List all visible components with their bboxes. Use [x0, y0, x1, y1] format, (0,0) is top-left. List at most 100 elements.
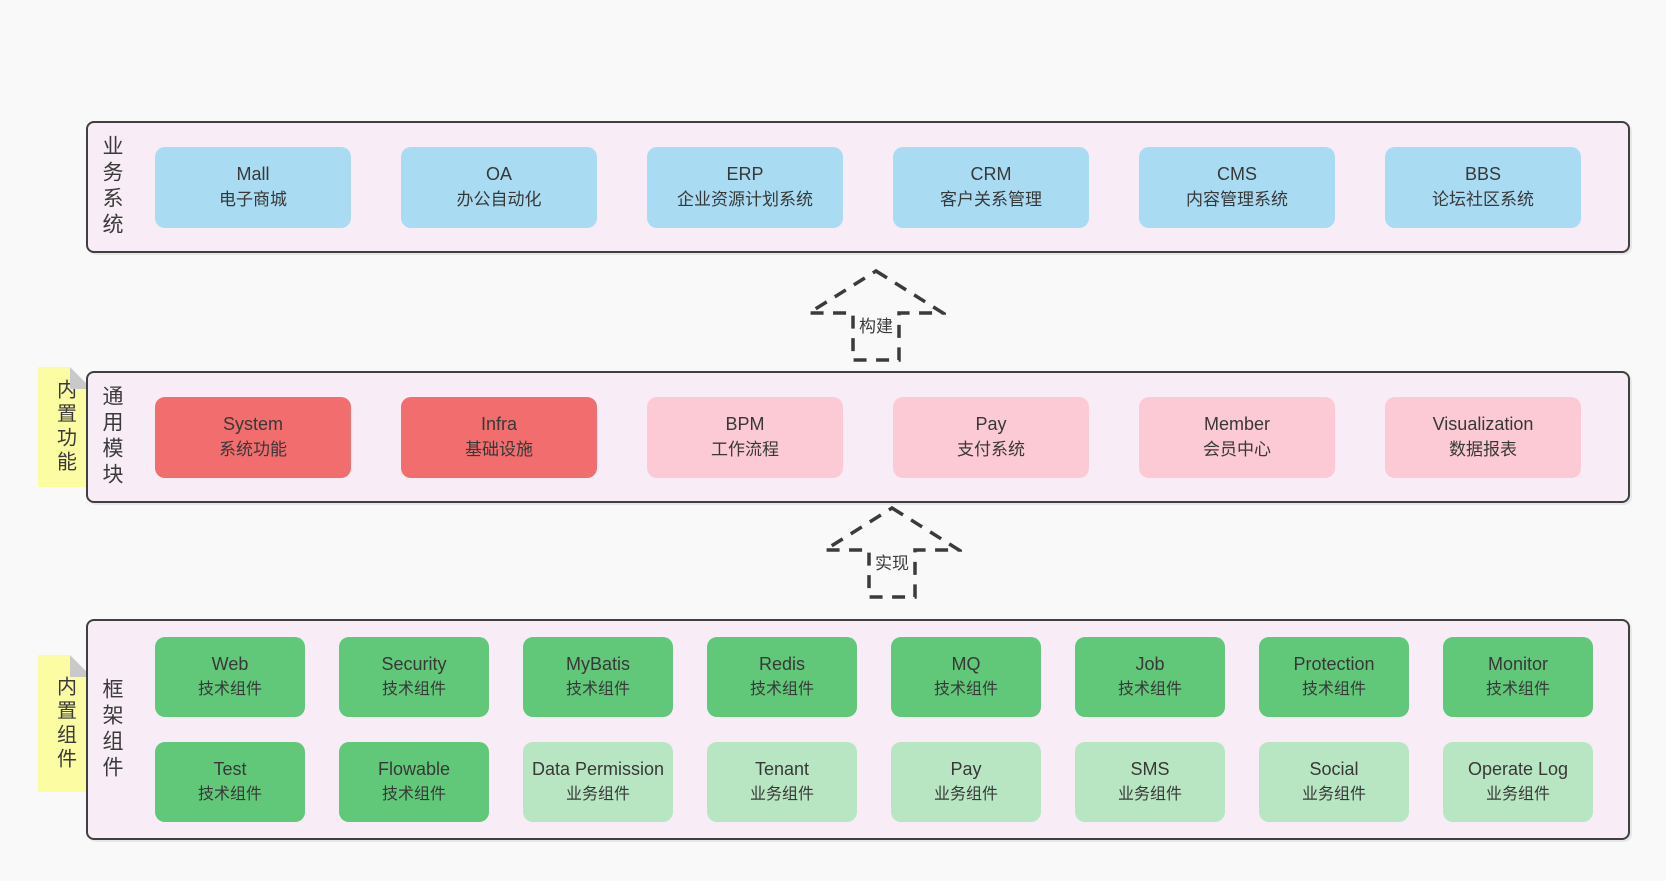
panel-label-column: 业务系统 — [88, 123, 134, 251]
box-title: Visualization — [1432, 414, 1534, 434]
box-cms: CMS 内容管理系统 — [1139, 146, 1335, 228]
box-member: Member 会员中心 — [1139, 396, 1335, 478]
box-visualization: Visualization 数据报表 — [1385, 396, 1581, 478]
box-subtitle: 业务组件 — [1117, 786, 1182, 803]
box-subtitle: 业务组件 — [565, 786, 630, 803]
box-subtitle: 内容管理系统 — [1186, 190, 1288, 209]
dashed-up-arrow-icon — [822, 505, 962, 599]
box-tenant: Tenant 业务组件 — [707, 742, 857, 822]
box-title: Redis — [758, 654, 806, 674]
box-operate-log: Operate Log 业务组件 — [1443, 742, 1593, 822]
box-title: CMS — [1217, 164, 1257, 184]
box-title: MQ — [951, 654, 981, 674]
box-subtitle: 企业资源计划系统 — [677, 190, 813, 209]
box-subtitle: 支付系统 — [957, 440, 1025, 459]
box-title: Social — [1309, 759, 1359, 779]
arrow-label: 实现 — [871, 549, 913, 574]
arrow-label: 构建 — [855, 312, 897, 337]
box-subtitle: 办公自动化 — [456, 190, 542, 209]
modules-box-row: System 系统功能 Infra 基础设施 BPM 工作流程 Pay 支付系统… — [155, 396, 1581, 478]
box-test: Test 技术组件 — [155, 742, 305, 822]
box-bbs: BBS 论坛社区系统 — [1385, 146, 1581, 228]
box-pay: Pay 支付系统 — [893, 396, 1089, 478]
box-subtitle: 论坛社区系统 — [1432, 190, 1534, 209]
box-title: Mall — [236, 164, 270, 184]
box-subtitle: 技术组件 — [749, 681, 814, 698]
panel-label-column: 通用模块 — [88, 373, 134, 501]
box-subtitle: 技术组件 — [1485, 681, 1550, 698]
box-title: Operate Log — [1467, 759, 1569, 779]
box-job: Job 技术组件 — [1075, 637, 1225, 717]
box-mq: MQ 技术组件 — [891, 637, 1041, 717]
box-mybatis: MyBatis 技术组件 — [523, 637, 673, 717]
box-title: Pay — [975, 414, 1007, 434]
box-data-permission: Data Permission 业务组件 — [523, 742, 673, 822]
box-subtitle: 基础设施 — [465, 440, 533, 459]
box-subtitle: 技术组件 — [933, 681, 998, 698]
box-subtitle: 技术组件 — [381, 681, 446, 698]
box-subtitle: 系统功能 — [219, 440, 287, 459]
box-title: Flowable — [377, 759, 451, 779]
box-subtitle: 业务组件 — [1301, 786, 1366, 803]
box-subtitle: 会员中心 — [1203, 440, 1271, 459]
box-subtitle: 电子商城 — [219, 190, 287, 209]
box-subtitle: 客户关系管理 — [940, 190, 1042, 209]
box-system: System 系统功能 — [155, 396, 351, 478]
box-subtitle: 工作流程 — [711, 440, 779, 459]
box-subtitle: 技术组件 — [381, 786, 446, 803]
build-arrow: 构建 — [806, 268, 946, 363]
framework-components-panel: 框架组件 Web 技术组件 Security 技术组件 MyBatis 技术组件… — [86, 619, 1630, 840]
box-subtitle: 数据报表 — [1449, 440, 1517, 459]
box-title: Protection — [1293, 654, 1375, 674]
panel-label: 框架组件 — [100, 677, 123, 782]
framework-row-1: Web 技术组件 Security 技术组件 MyBatis 技术组件 Redi… — [155, 637, 1593, 717]
box-subtitle: 技术组件 — [1301, 681, 1366, 698]
box-title: Job — [1135, 654, 1165, 674]
box-title: MyBatis — [565, 654, 630, 674]
panel-label: 通用模块 — [100, 385, 123, 489]
panel-label-column: 框架组件 — [88, 621, 134, 838]
box-subtitle: 业务组件 — [1485, 786, 1550, 803]
business-systems-panel: 业务系统 Mall 电子商城 OA 办公自动化 ERP 企业资源计划系统 CRM… — [86, 121, 1630, 253]
implement-arrow: 实现 — [822, 505, 962, 600]
box-title: BPM — [725, 414, 765, 434]
box-erp: ERP 企业资源计划系统 — [647, 146, 843, 228]
box-subtitle: 技术组件 — [197, 681, 262, 698]
box-title: Tenant — [754, 759, 810, 779]
box-subtitle: 技术组件 — [197, 786, 262, 803]
box-subtitle: 业务组件 — [749, 786, 814, 803]
box-redis: Redis 技术组件 — [707, 637, 857, 717]
box-title: System — [222, 414, 283, 434]
box-monitor: Monitor 技术组件 — [1443, 637, 1593, 717]
box-oa: OA 办公自动化 — [401, 146, 597, 228]
box-pay-biz: Pay 业务组件 — [891, 742, 1041, 822]
dashed-up-arrow-icon — [806, 268, 946, 362]
box-title: Web — [211, 654, 249, 674]
business-box-row: Mall 电子商城 OA 办公自动化 ERP 企业资源计划系统 CRM 客户关系… — [155, 146, 1581, 228]
sticky-note-built-in-components: 内置组件 — [38, 655, 92, 792]
framework-row-2: Test 技术组件 Flowable 技术组件 Data Permission … — [155, 742, 1593, 822]
box-protection: Protection 技术组件 — [1259, 637, 1409, 717]
box-flowable: Flowable 技术组件 — [339, 742, 489, 822]
box-title: Test — [213, 759, 247, 779]
box-title: Infra — [480, 414, 518, 434]
framework-box-grid: Web 技术组件 Security 技术组件 MyBatis 技术组件 Redi… — [155, 637, 1593, 822]
box-title: Pay — [950, 759, 982, 779]
box-title: Data Permission — [531, 759, 665, 779]
box-mall: Mall 电子商城 — [155, 146, 351, 228]
box-security: Security 技术组件 — [339, 637, 489, 717]
box-title: ERP — [726, 164, 764, 184]
box-title: Monitor — [1487, 654, 1549, 674]
box-subtitle: 业务组件 — [933, 786, 998, 803]
box-title: CRM — [970, 164, 1012, 184]
box-title: SMS — [1130, 759, 1170, 779]
box-bpm: BPM 工作流程 — [647, 396, 843, 478]
sticky-label: 内置功能 — [53, 379, 76, 475]
box-title: Security — [381, 654, 447, 674]
box-title: Member — [1203, 414, 1270, 434]
sticky-note-built-in-features: 内置功能 — [38, 367, 92, 487]
box-sms: SMS 业务组件 — [1075, 742, 1225, 822]
sticky-label: 内置组件 — [53, 675, 76, 772]
box-subtitle: 技术组件 — [1117, 681, 1182, 698]
